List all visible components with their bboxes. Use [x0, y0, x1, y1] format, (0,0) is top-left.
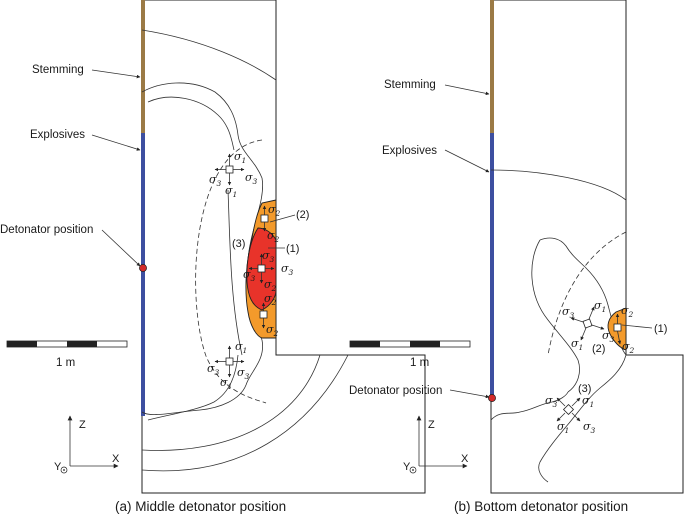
inner-bulge-a — [147, 96, 235, 151]
svg-text:σ2: σ2 — [266, 323, 279, 338]
bottom-arc-b — [141, 354, 321, 451]
detonator-marker-a — [139, 264, 147, 272]
svg-text:σ2: σ2 — [621, 304, 634, 319]
stemming-label-b: Stemming — [384, 79, 436, 91]
stress-element-orange-b: σ2 σ2 — [613, 304, 635, 355]
detonator-marker-b — [488, 394, 496, 402]
svg-text:X: X — [461, 453, 469, 465]
explosives-label-a: Explosives — [30, 129, 85, 141]
stress-element-orange-bottom-a: σ2 — [259, 302, 279, 338]
scale-bar-b: 1 m — [349, 340, 471, 369]
svg-text:σ3: σ3 — [207, 362, 220, 377]
svg-text:σ3: σ3 — [245, 171, 258, 186]
svg-text:σ1: σ1 — [234, 150, 246, 165]
zone-2-label-b: (2) — [592, 343, 605, 355]
svg-text:σ3: σ3 — [583, 420, 596, 435]
svg-text:σ3: σ3 — [262, 249, 275, 264]
svg-text:σ1: σ1 — [582, 394, 594, 409]
svg-text:X: X — [112, 453, 120, 465]
caption-a: (a) Middle detonator position — [115, 499, 286, 514]
svg-text:σ2: σ2 — [622, 340, 635, 355]
svg-text:σ1: σ1 — [225, 184, 237, 199]
stress-element-mid-b: σ1 σ3 σ3 σ1 — [562, 299, 615, 352]
lower-jagged-b — [490, 391, 569, 421]
stemming-leader-a — [91, 69, 141, 79]
zone-2-label-a: (2) — [296, 209, 309, 221]
panel-b: Stemming Explosives Detonator position (… — [349, 0, 684, 514]
svg-text:Y: Y — [403, 461, 411, 473]
svg-text:σ1: σ1 — [235, 340, 247, 355]
svg-text:Y: Y — [54, 461, 62, 473]
svg-text:σ3: σ3 — [209, 173, 222, 188]
svg-text:σ3: σ3 — [243, 268, 256, 283]
stemming-label-a: Stemming — [32, 64, 84, 76]
stress-element-lower-a: σ1 σ3 σ3 σ1 — [207, 340, 250, 391]
explosives-leader-b — [444, 149, 490, 173]
svg-text:Z: Z — [428, 419, 435, 431]
scale-text-a: 1 m — [56, 357, 75, 369]
stemming-leader-b — [444, 84, 490, 96]
rock-model-outline-a — [141, 0, 426, 494]
scale-bar-a: 1 m — [6, 340, 128, 369]
zone-2-leader-a — [269, 214, 296, 223]
wave-front-outer-b — [490, 169, 627, 201]
svg-text:σ2: σ2 — [267, 229, 280, 244]
detonator-label-b: Detonator position — [349, 385, 442, 397]
caption-b: (b) Bottom detonator position — [454, 499, 628, 514]
explosives-label-b: Explosives — [382, 145, 437, 157]
stress-element-upper-a: σ1 σ3 σ3 σ1 — [209, 150, 258, 199]
svg-text:σ1: σ1 — [557, 420, 569, 435]
zone-3-line-a — [227, 189, 243, 356]
rock-model-outline-b — [490, 0, 684, 494]
wave-front-outer-a — [141, 29, 277, 81]
svg-text:σ1: σ1 — [220, 376, 232, 391]
stress-element-lower-b: σ1 σ3 σ1 σ3 — [545, 394, 596, 435]
svg-text:σ3: σ3 — [545, 394, 558, 409]
svg-text:σ3: σ3 — [562, 305, 575, 320]
panel-a: Stemming Explosives Detonator position (… — [0, 0, 426, 514]
zone-3-label-a: (3) — [232, 238, 245, 250]
explosives-leader-a — [91, 134, 141, 151]
zone-1-label-b: (1) — [654, 323, 667, 335]
svg-text:σ3: σ3 — [602, 329, 615, 344]
axes-a: Z X Y — [54, 415, 120, 474]
svg-text:σ3: σ3 — [281, 262, 294, 277]
stemming-column-a — [141, 0, 145, 133]
svg-text:σ2: σ2 — [268, 203, 281, 218]
svg-text:Z: Z — [79, 419, 86, 431]
zone-3-label-b: (3) — [578, 383, 591, 395]
svg-text:σ2: σ2 — [264, 278, 277, 293]
svg-text:σ1: σ1 — [594, 299, 606, 314]
zone-1-label-a: (1) — [286, 243, 299, 255]
svg-text:σ3: σ3 — [237, 366, 250, 381]
zone-1-leader-b — [621, 324, 653, 329]
wave-front-dashed-b — [547, 231, 627, 356]
stress-element-red-a: σ3 σ3 σ3 σ2 σ2 — [243, 249, 294, 307]
axes-b: Z X Y — [403, 415, 469, 474]
explosive-column-a — [141, 133, 145, 416]
inner-lower-curve-a — [147, 354, 239, 421]
detonator-label-a: Detonator position — [0, 224, 93, 236]
detonator-leader-a — [101, 229, 141, 267]
svg-text:σ2: σ2 — [264, 292, 277, 307]
explosive-column-b — [490, 133, 494, 398]
detonator-leader-b — [449, 389, 490, 399]
stress-element-orange-top-a: σ2 σ2 — [260, 203, 281, 244]
inner-boundary-b — [531, 239, 580, 393]
damage-zone-boundary-b — [538, 237, 627, 483]
svg-text:σ1: σ1 — [571, 337, 583, 352]
scale-text-b: 1 m — [410, 357, 429, 369]
stemming-column-b — [490, 0, 494, 133]
bottom-arc-a — [141, 354, 349, 472]
